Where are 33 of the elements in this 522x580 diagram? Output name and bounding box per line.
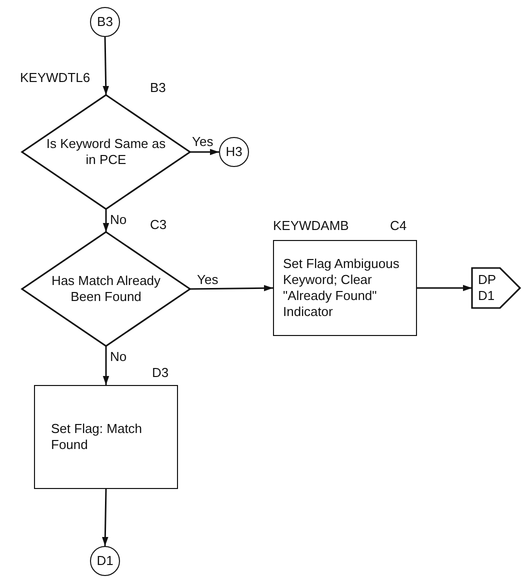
arrow: [190, 284, 274, 292]
process-box: [34, 385, 178, 489]
node-text: D1: [96, 553, 114, 569]
node-text: Set Flag: Match Found: [51, 421, 144, 453]
off-page-connector: [472, 268, 520, 308]
decision-diamond: [22, 95, 190, 209]
edge-label: Yes: [191, 134, 214, 149]
node-text: Has Match Already Been Found: [50, 273, 162, 305]
block-id: C4: [390, 218, 407, 234]
connector-circle: [219, 137, 249, 167]
edge-label: No: [109, 349, 128, 364]
edge-label: No: [109, 212, 128, 227]
block-id: B3: [150, 80, 166, 96]
arrow: [190, 148, 219, 156]
arrow: [102, 346, 110, 385]
connector-circle: [90, 7, 120, 37]
edge-label: Yes: [196, 272, 220, 287]
connector-circle: [90, 546, 120, 576]
arrow: [417, 284, 472, 292]
decision-diamond: [22, 232, 190, 346]
arrow: [102, 209, 110, 232]
arrow: [102, 488, 108, 546]
node-text: DP D1: [478, 272, 497, 304]
block-id: C3: [150, 217, 167, 233]
node-text: Set Flag Ambiguous Keyword; Clear "Already Found" Indicator: [283, 256, 400, 320]
routine-name: KEYWDTL6: [20, 70, 90, 86]
routine-name: KEYWDAMB: [273, 218, 349, 234]
node-text: H3: [226, 144, 242, 160]
process-box: [273, 240, 417, 336]
node-text: B3: [97, 14, 113, 30]
arrow: [102, 36, 109, 96]
block-id: D3: [152, 365, 169, 381]
node-text: Is Keyword Same as in PCE: [45, 136, 167, 168]
